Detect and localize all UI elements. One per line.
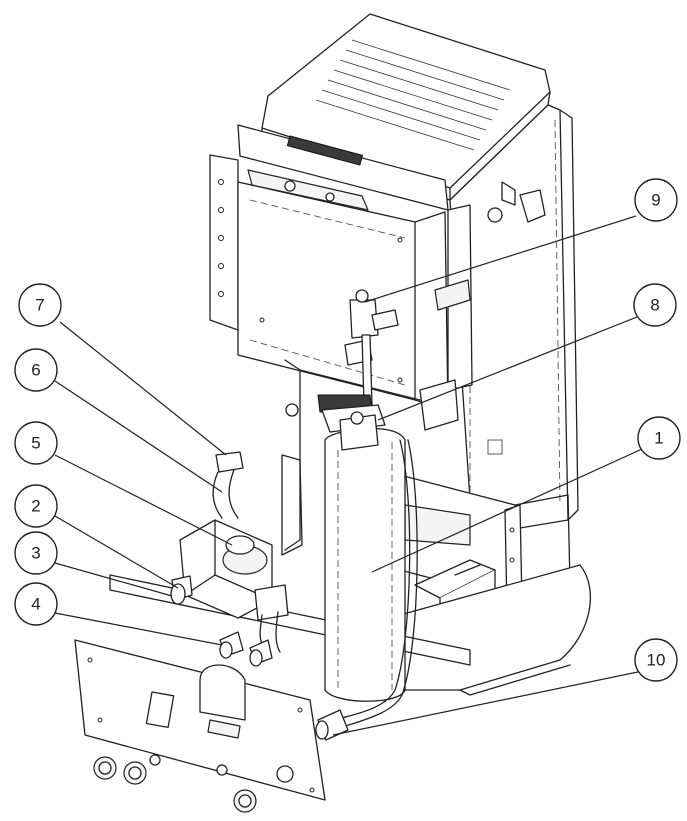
part-5-circulation-pump xyxy=(179,519,289,653)
cabinet-frame xyxy=(109,13,592,696)
leader-2 xyxy=(54,515,179,589)
part-6-pump-pipe xyxy=(212,469,239,519)
part-1-expansion-vessel xyxy=(315,411,418,741)
callout-4: 4 xyxy=(14,582,58,626)
part-3-union-nut xyxy=(170,583,186,605)
leader-1 xyxy=(371,448,643,573)
leader-5 xyxy=(54,454,233,546)
callout-10: 10 xyxy=(634,638,678,682)
callout-leaders xyxy=(54,215,643,736)
leader-6 xyxy=(54,380,223,493)
leader-4 xyxy=(54,612,223,646)
part-7-bleed-screw xyxy=(215,451,244,473)
callout-2: 2 xyxy=(14,484,58,528)
callout-2-label: 2 xyxy=(31,497,40,516)
callout-10-label: 10 xyxy=(647,651,666,670)
leader-8 xyxy=(377,316,638,421)
callout-7-label: 7 xyxy=(35,296,44,315)
callout-3: 3 xyxy=(14,531,58,575)
leader-9 xyxy=(364,215,637,303)
callout-6-label: 6 xyxy=(31,361,40,380)
callout-7: 7 xyxy=(18,283,62,327)
callout-6: 6 xyxy=(14,348,58,392)
leader-3 xyxy=(54,562,173,597)
leader-10 xyxy=(332,671,639,736)
part-10-drain-fitting xyxy=(315,709,349,741)
callout-9-label: 9 xyxy=(651,191,660,210)
callout-8: 8 xyxy=(633,283,677,327)
part-9-air-valve xyxy=(344,289,399,406)
part-4-outlet-fittings xyxy=(219,631,273,667)
leader-7 xyxy=(59,321,227,456)
callout-5-label: 5 xyxy=(31,434,40,453)
callout-1: 1 xyxy=(637,416,681,460)
callout-1-label: 1 xyxy=(654,429,663,448)
callout-8-label: 8 xyxy=(650,296,659,315)
top-vents xyxy=(315,39,511,151)
callout-9: 9 xyxy=(634,178,678,222)
callout-3-label: 3 xyxy=(31,544,40,563)
callout-4-label: 4 xyxy=(31,595,40,614)
front-bottom-plate xyxy=(74,639,326,813)
callout-5: 5 xyxy=(14,421,58,465)
